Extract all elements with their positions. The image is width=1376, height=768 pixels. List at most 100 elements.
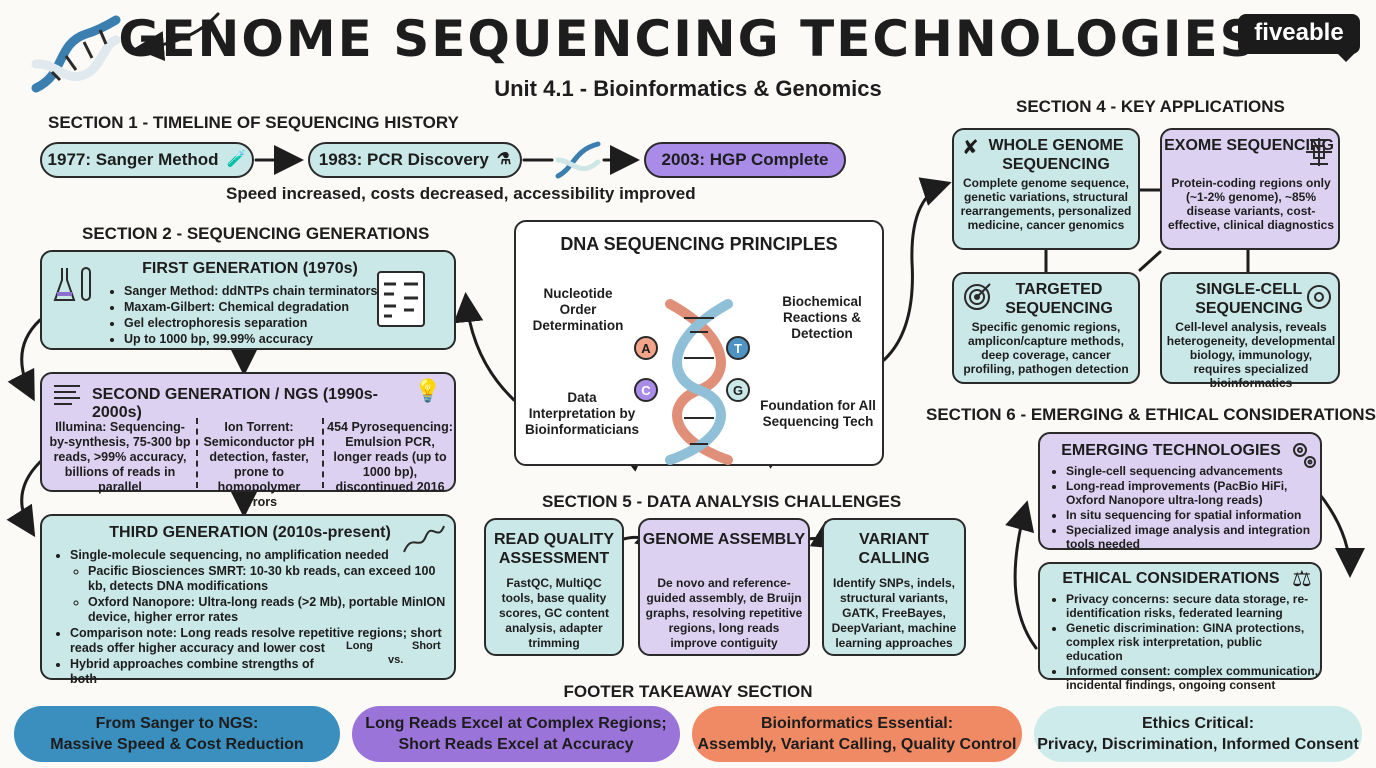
bullet: Hybrid approaches combine strengths of b… [70, 657, 332, 687]
bullet: Pacific Biosciences SMRT: 10-30 kb reads… [88, 564, 452, 594]
genome-assembly-card: GENOME ASSEMBLY De novo and reference-gu… [638, 518, 810, 656]
bullet: Informed consent: complex communication,… [1066, 664, 1320, 692]
double-helix-icon [665, 299, 733, 465]
emerging-bullets: Single-cell sequencing advancements Long… [1048, 464, 1320, 552]
test-tube-icon: 🧪 [226, 151, 247, 168]
column-divider [322, 418, 324, 488]
variant-calling-text: Identify SNPs, indels, structural varian… [831, 576, 957, 650]
short-label: Short [412, 640, 441, 652]
bullet: Specialized image analysis and integrati… [1066, 523, 1320, 551]
bullet: Long-read improvements (PacBio HiFi, Oxf… [1066, 479, 1320, 507]
read-quality-title: READ QUALITY ASSESSMENT [494, 531, 614, 567]
second-gen-title: SECOND GENERATION / NGS (1990s-2000s) [92, 386, 378, 421]
first-gen-title: FIRST GENERATION (1970s) [142, 260, 358, 277]
takeaway-2: Long Reads Excel at Complex Regions; Sho… [352, 706, 680, 762]
base-t-badge: T [726, 336, 750, 360]
timeline-1983: 1983: PCR Discovery ⚗ [308, 142, 522, 178]
wgs-card: ✘ WHOLE GENOME SEQUENCING Complete genom… [952, 128, 1140, 250]
vs-label: vs. [388, 654, 404, 666]
data-interpretation-label: Data Interpretation by Bioinformaticians [524, 390, 640, 437]
page-title: GENOME SEQUENCING TECHNOLOGIES [118, 10, 1258, 68]
bullet: Up to 1000 bp, 99.99% accuracy [124, 332, 406, 347]
bullet: Maxam-Gilbert: Chemical degradation [124, 300, 406, 315]
variant-calling-title: VARIANT CALLING [858, 531, 930, 567]
principles-title: DNA SEQUENCING PRINCIPLES [560, 234, 838, 254]
exome-title: EXOME SEQUENCING [1164, 137, 1334, 154]
base-a-badge: A [634, 336, 658, 360]
takeaway-4: Ethics Critical: Privacy, Discrimination… [1034, 706, 1362, 762]
pyrosequencing-column: 454 Pyrosequencing: Emulsion PCR, longer… [327, 420, 453, 494]
genome-assembly-text: De novo and reference-guided assembly, d… [645, 576, 803, 650]
section1-heading: SECTION 1 - TIMELINE OF SEQUENCING HISTO… [48, 113, 459, 132]
bullet: Single-cell sequencing advancements [1066, 464, 1320, 478]
section2-heading: SECTION 2 - SEQUENCING GENERATIONS [82, 224, 430, 243]
read-quality-text: FastQC, MultiQC tools, base quality scor… [498, 576, 610, 650]
takeaway-line2: Massive Speed & Cost Reduction [50, 736, 304, 753]
base-c-badge: C [634, 378, 658, 402]
second-generation-card: SECOND GENERATION / NGS (1990s-2000s) 💡 … [40, 372, 456, 509]
genome-assembly-title: GENOME ASSEMBLY [642, 531, 806, 548]
page-subtitle: Unit 4.1 - Bioinformatics & Genomics [494, 76, 882, 101]
section4-heading: SECTION 4 - KEY APPLICATIONS [1016, 97, 1285, 116]
gel-plate-icon [376, 270, 426, 333]
third-generation-card: THIRD GENERATION (2010s-present) Single-… [40, 514, 456, 686]
takeaway-3: Bioinformatics Essential: Assembly, Vari… [692, 706, 1022, 762]
single-cell-text: Cell-level analysis, reveals heterogenei… [1166, 320, 1336, 390]
bullet: Oxford Nanopore: Ultra-long reads (>2 Mb… [88, 595, 452, 625]
variant-calling-card: VARIANT CALLING Identify SNPs, indels, s… [822, 518, 966, 656]
logo-tail [1336, 52, 1356, 62]
illumina-column: Illumina: Sequencing-by-synthesis, 75-30… [49, 420, 191, 494]
single-cell-title: SINGLE-CELL SEQUENCING [1195, 281, 1303, 317]
dna-helix-icon [31, 15, 121, 93]
bullet: In situ sequencing for spatial informati… [1066, 508, 1320, 522]
takeaway-line1: From Sanger to NGS: [95, 715, 259, 732]
biochemical-label: Biochemical Reactions & Detection [782, 294, 862, 341]
third-gen-bullets: Single-molecule sequencing, no amplifica… [52, 548, 452, 688]
column-divider [196, 418, 198, 488]
emerging-title: EMERGING TECHNOLOGIES [1061, 442, 1281, 459]
lab-flask-icon [52, 262, 96, 311]
single-cell-card: SINGLE-CELL SEQUENCING Cell-level analys… [1160, 272, 1340, 390]
wgs-text: Complete genome sequence, genetic variat… [960, 176, 1132, 232]
base-g-badge: G [726, 378, 750, 402]
ethical-title: ETHICAL CONSIDERATIONS [1062, 570, 1280, 587]
foundation-label: Foundation for All Sequencing Tech [760, 398, 876, 429]
wgs-title: WHOLE GENOME SEQUENCING [988, 137, 1124, 173]
bullet: Single-molecule sequencing, no amplifica… [70, 548, 452, 563]
first-generation-card: FIRST GENERATION (1970s) Sanger Method: … [40, 250, 456, 350]
bullet: Comparison note: Long reads resolve repe… [70, 626, 452, 656]
first-gen-bullets: Sanger Method: ddNTPs chain terminators … [106, 284, 406, 348]
bullet: Sanger Method: ddNTPs chain terminators [124, 284, 406, 299]
takeaway-line1: Ethics Critical: [1141, 715, 1255, 732]
nucleotide-label: Nucleotide Order Determination [532, 286, 624, 333]
section6-heading: SECTION 6 - EMERGING & ETHICAL CONSIDERA… [926, 405, 1376, 424]
timeline-label: 2003: HGP Complete [661, 150, 829, 169]
ethical-bullets: Privacy concerns: secure data storage, r… [1048, 592, 1320, 693]
footer-heading: FOOTER TAKEAWAY SECTION [563, 682, 813, 701]
ethical-card: ETHICAL CONSIDERATIONS ⚖ Privacy concern… [1038, 562, 1322, 692]
lightbulb-icon: 💡 [414, 378, 442, 403]
emerging-tech-card: EMERGING TECHNOLOGIES Single-cell sequen… [1038, 432, 1322, 552]
chromosome-icon: ✘ [962, 137, 979, 159]
takeaway-line2: Assembly, Variant Calling, Quality Contr… [697, 736, 1017, 753]
timeline-2003: 2003: HGP Complete [644, 142, 846, 178]
targeted-card: TARGETED SEQUENCING Specific genomic reg… [952, 272, 1140, 384]
takeaway-line2: Short Reads Excel at Accuracy [398, 736, 634, 753]
sub-bullets: Pacific Biosciences SMRT: 10-30 kb reads… [70, 564, 452, 625]
third-gen-title: THIRD GENERATION (2010s-present) [109, 524, 391, 541]
read-quality-card: READ QUALITY ASSESSMENT FastQC, MultiQC … [484, 518, 624, 656]
principles-card: DNA SEQUENCING PRINCIPLES Nucleotide Ord… [514, 220, 884, 466]
bullet: Privacy concerns: secure data storage, r… [1066, 592, 1320, 620]
dna-small-icon [555, 141, 601, 179]
data-lines-icon [52, 382, 82, 413]
gears-icon [1290, 440, 1318, 475]
bullet: Genetic discrimination: GINA protections… [1066, 621, 1320, 663]
takeaway-line1: Long Reads Excel at Complex Regions; [365, 715, 667, 732]
exome-card: EXOME SEQUENCING Protein-coding regions … [1160, 128, 1340, 250]
flask-icon: ⚗ [496, 151, 512, 168]
targeted-title: TARGETED SEQUENCING [1005, 281, 1113, 317]
bullet: Gel electrophoresis separation [124, 316, 406, 331]
timeline-caption: Speed increased, costs decreased, access… [226, 184, 696, 203]
takeaway-line2: Privacy, Discrimination, Informed Consen… [1037, 736, 1359, 753]
section5-heading: SECTION 5 - DATA ANALYSIS CHALLENGES [542, 492, 902, 511]
